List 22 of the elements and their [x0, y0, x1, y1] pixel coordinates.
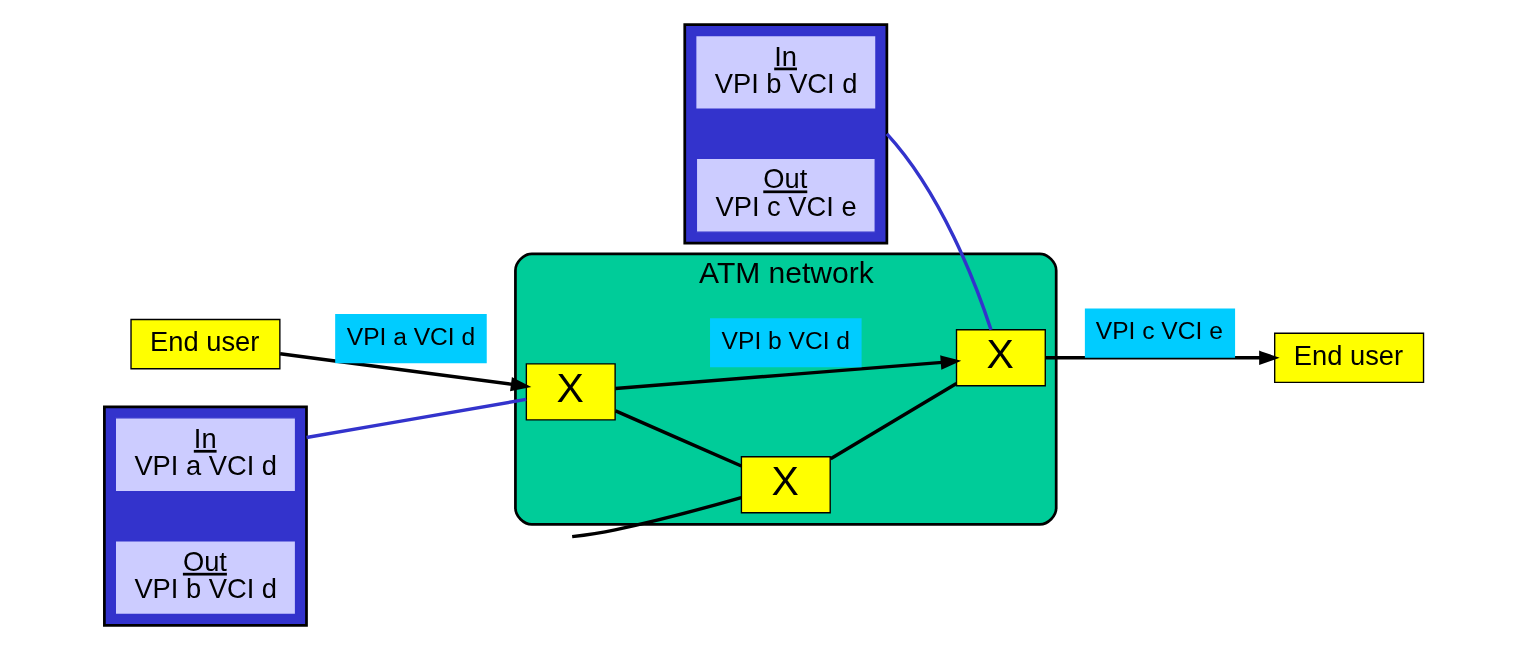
connector — [829, 382, 957, 461]
node-box: X — [955, 329, 1046, 387]
edge-label: VPI a VCI d — [346, 322, 475, 350]
cluster — [682, 23, 888, 245]
cluster — [102, 405, 308, 627]
node-box: End user — [129, 318, 281, 370]
node-box: Out VPI b VCI d — [114, 540, 296, 616]
node-box: Out VPI c VCI e — [695, 157, 876, 233]
connector — [885, 132, 993, 331]
connector — [571, 495, 742, 539]
node-box: End user — [1273, 332, 1424, 384]
connector — [614, 409, 742, 468]
arrow — [614, 355, 961, 391]
arrow — [279, 352, 531, 392]
node-box: X — [525, 363, 616, 421]
edge-label: VPI c VCI e — [1095, 317, 1223, 345]
arrow — [1044, 350, 1280, 365]
edge-label: VPI b VCI d — [721, 326, 850, 354]
connector — [305, 397, 526, 440]
node-box: X — [740, 456, 831, 514]
node-box: In VPI b VCI d — [694, 34, 877, 110]
node-box: In VPI a VCI d — [114, 417, 296, 493]
